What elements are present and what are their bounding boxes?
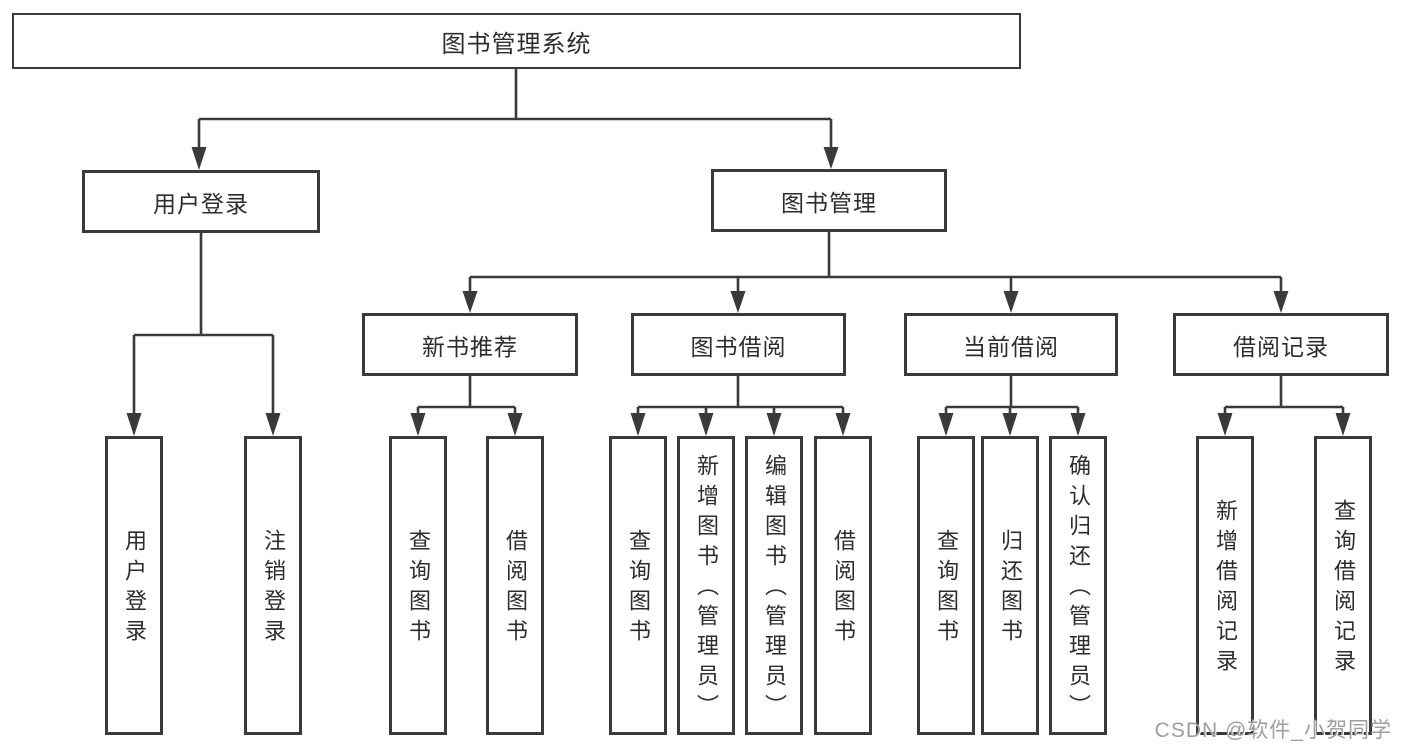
node-book-borrow: 图书借阅 — [631, 313, 846, 376]
node-label: 图书管理 — [781, 189, 877, 216]
csdn-watermark: CSDN @软件_小贺同学 — [1154, 719, 1392, 742]
leaf-logout: 注销登录 — [244, 436, 302, 735]
node-label: 借阅图书 — [503, 528, 528, 649]
leaf-add-books-admin: 新增图书（管理员） — [677, 436, 735, 735]
leaf-query-borrow-record: 查询借阅记录 — [1314, 436, 1372, 735]
node-label: 新增图书（管理员） — [694, 453, 719, 724]
node-borrow-record: 借阅记录 — [1173, 313, 1389, 376]
leaf-borrow-books: 借阅图书 — [814, 436, 872, 735]
node-label: 图书管理系统 — [441, 30, 592, 58]
node-label: 借阅图书 — [831, 528, 856, 649]
node-current-borrow: 当前借阅 — [904, 313, 1118, 376]
leaf-add-borrow-record: 新增借阅记录 — [1196, 436, 1254, 735]
node-new-book-recommend: 新书推荐 — [362, 313, 578, 376]
leaf-borrow-books-recommend: 借阅图书 — [486, 436, 544, 735]
node-label: 图书借阅 — [690, 333, 787, 360]
leaf-query-books-current: 查询图书 — [917, 436, 975, 735]
node-label: 用户登录 — [122, 528, 147, 649]
leaf-edit-books-admin: 编辑图书（管理员） — [745, 436, 803, 735]
node-label: 新增借阅记录 — [1213, 498, 1238, 679]
node-label: 查询图书 — [626, 528, 651, 649]
node-label: 注销登录 — [261, 528, 286, 649]
node-label: 编辑图书（管理员） — [762, 453, 787, 724]
node-label: 当前借阅 — [963, 333, 1059, 360]
node-label: 借阅记录 — [1233, 333, 1329, 360]
node-label: 确认归还（管理员） — [1066, 453, 1091, 724]
node-label: 归还图书 — [998, 528, 1023, 649]
node-label: 查询图书 — [934, 528, 959, 649]
node-label: 查询图书 — [406, 528, 431, 649]
node-library-management-system: 图书管理系统 — [12, 13, 1021, 69]
node-label: 用户登录 — [153, 190, 249, 217]
node-user-login: 用户登录 — [82, 170, 320, 233]
node-label: 新书推荐 — [422, 333, 518, 360]
leaf-return-books: 归还图书 — [981, 436, 1039, 735]
leaf-confirm-return-admin: 确认归还（管理员） — [1049, 436, 1107, 735]
leaf-query-books-borrow: 查询图书 — [609, 436, 667, 735]
node-label: 查询借阅记录 — [1331, 498, 1356, 679]
leaf-query-books-recommend: 查询图书 — [389, 436, 447, 735]
node-book-management: 图书管理 — [711, 169, 947, 232]
leaf-user-login: 用户登录 — [105, 436, 163, 735]
